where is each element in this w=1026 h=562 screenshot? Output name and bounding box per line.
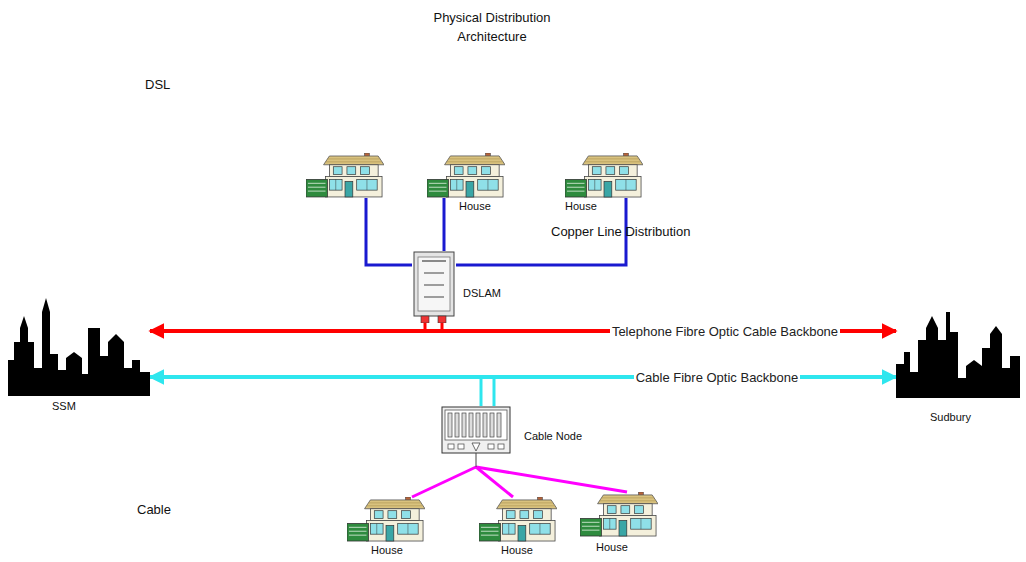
node-icon <box>427 153 505 198</box>
house-node: House <box>580 492 658 537</box>
connector-label: Cable Fibre Optic Backbone <box>634 370 801 385</box>
house-node: House <box>427 153 505 198</box>
node-icon <box>580 492 658 537</box>
dslam-node: DSLAM <box>412 251 456 323</box>
node-icon <box>8 298 150 396</box>
house-node: House <box>479 497 557 542</box>
fibre-stub <box>493 378 496 406</box>
house-node: House <box>347 497 425 542</box>
node-icon <box>896 312 1020 398</box>
node-icon <box>412 251 456 323</box>
section-label: Copper Line Distribution <box>551 224 690 239</box>
copper-line <box>366 198 412 265</box>
connector-label: Telephone Fibre Optic Cable Backbone <box>610 324 840 339</box>
diagram-title: Physical Distribution Architecture <box>412 8 572 46</box>
city-node: Sudbury <box>896 312 1020 398</box>
node-icon <box>565 153 643 198</box>
house-node: House <box>565 153 643 198</box>
node-icon <box>440 405 512 467</box>
city-node: SSM <box>8 298 150 396</box>
node-label: House <box>565 200 597 212</box>
cable-node: Cable Node <box>440 405 512 467</box>
section-label: DSL <box>145 77 170 92</box>
node-label: DSLAM <box>463 287 501 299</box>
node-label: House <box>459 200 491 212</box>
node-icon <box>347 497 425 542</box>
house-icon <box>306 153 384 197</box>
connector-line <box>476 467 627 492</box>
node-label: House <box>371 544 403 556</box>
node-label: House <box>596 541 628 553</box>
node-label: Cable Node <box>524 430 582 442</box>
node-label: House <box>501 544 533 556</box>
section-label: Cable <box>137 502 171 517</box>
node-label: SSM <box>52 400 76 412</box>
node-label: Sudbury <box>930 411 971 423</box>
fibre-stub <box>480 378 483 406</box>
node-icon <box>479 497 557 542</box>
connector-line <box>443 198 446 251</box>
connector-line <box>412 467 476 497</box>
